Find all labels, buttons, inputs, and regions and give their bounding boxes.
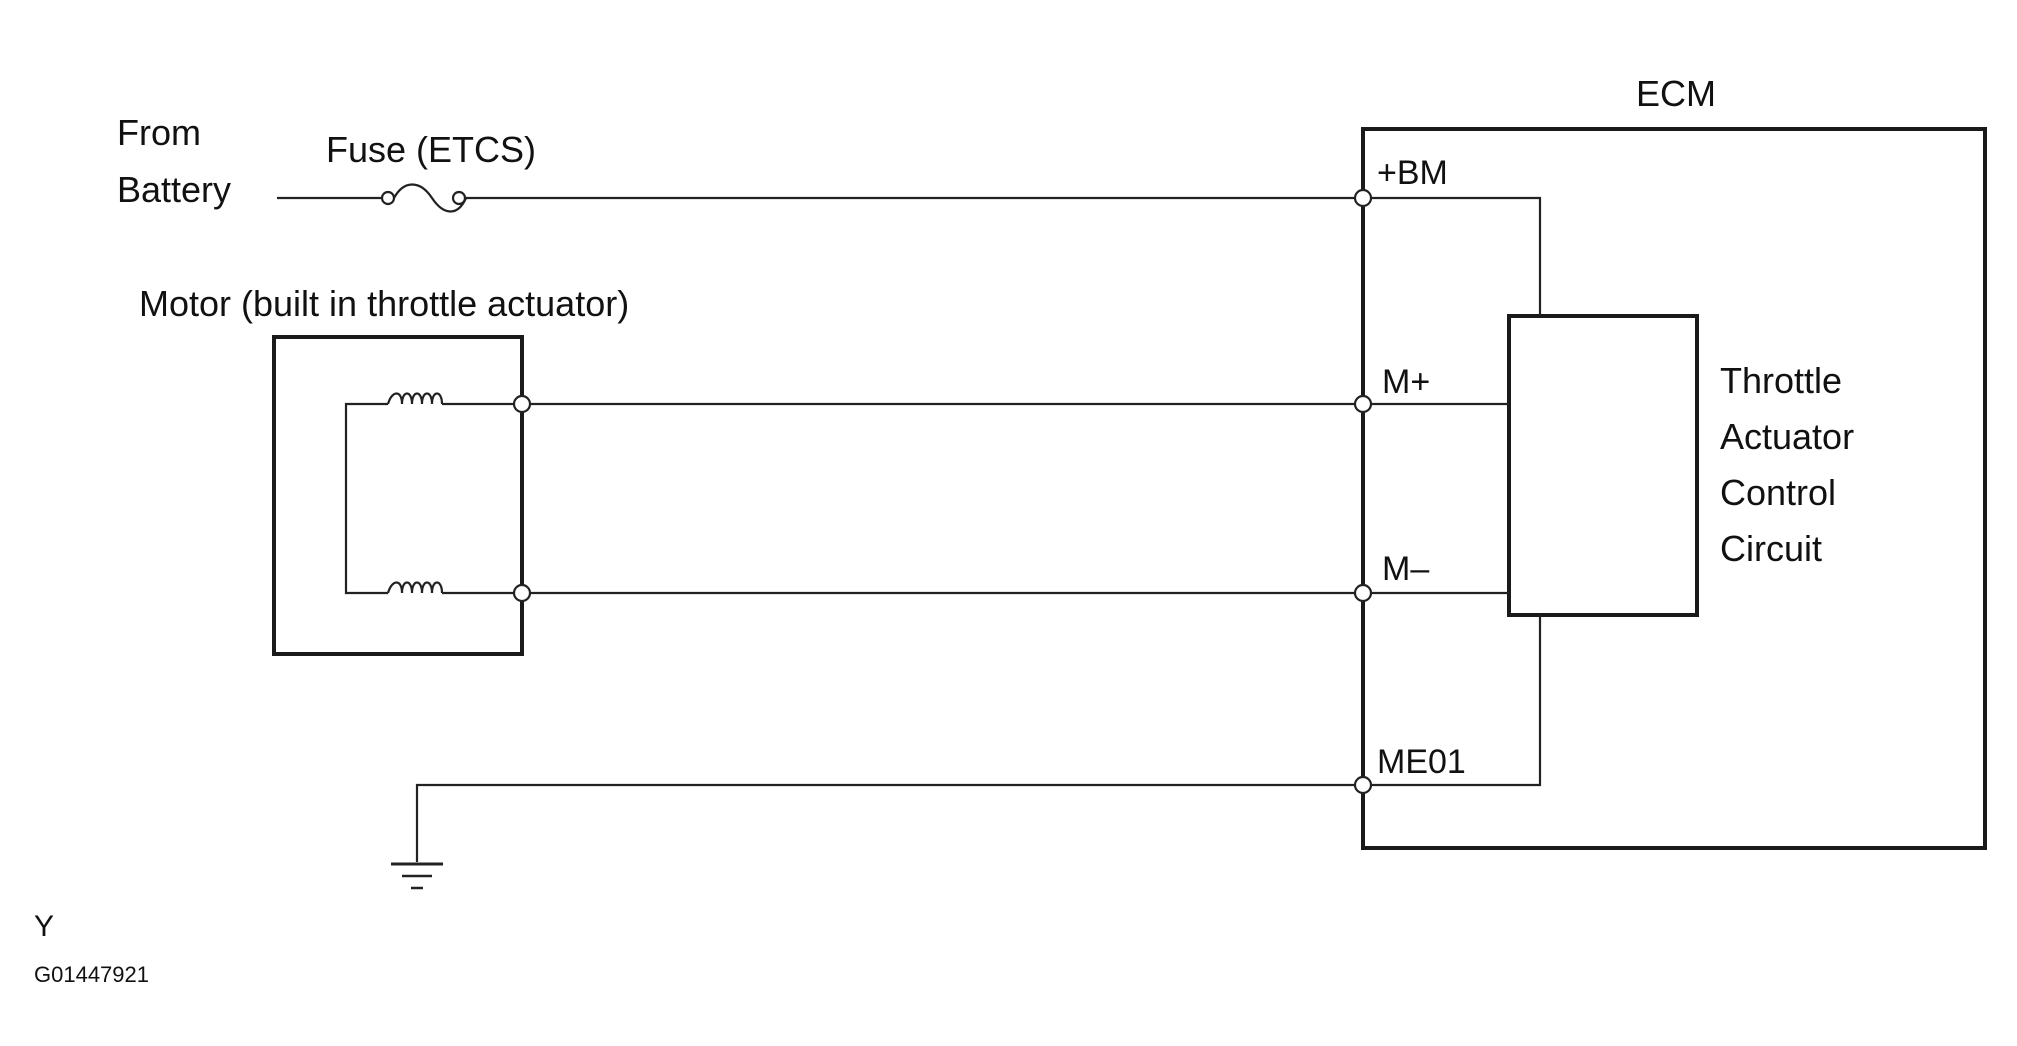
pin-label-m-plus: M+ (1382, 363, 1430, 401)
fuse-terminal-right (451, 190, 467, 206)
pin-label-m-minus: M– (1382, 550, 1429, 588)
motor-internal-wiring (344, 392, 516, 595)
control-circuit-label-line1: Throttle (1720, 360, 1842, 401)
ground-icon (391, 862, 443, 890)
ground-wire (415, 783, 1357, 862)
ecm-terminal-bm (1353, 188, 1373, 208)
motor-terminal-lower (512, 583, 532, 603)
control-circuit-box (1507, 314, 1699, 617)
battery-feed-wire (277, 183, 1359, 213)
motor-coil-lower (386, 581, 444, 594)
footer-letter: Y (34, 910, 54, 943)
fuse-label: Fuse (ETCS) (326, 129, 536, 170)
fuse-terminal-left (380, 190, 396, 206)
pin-label-me01: ME01 (1377, 743, 1466, 781)
ecm-internal-wiring (1363, 196, 1542, 787)
motor-box (272, 335, 524, 656)
battery-label: Battery (117, 169, 231, 210)
motor-label: Motor (built in throttle actuator) (139, 283, 629, 324)
ecm-terminal-me01 (1353, 775, 1373, 795)
ecm-label: ECM (1636, 73, 1716, 114)
ecm-box (1361, 127, 1987, 850)
footer-code: G01447921 (34, 962, 149, 987)
ecm-terminal-m-plus (1353, 394, 1373, 414)
from-label: From (117, 112, 201, 153)
control-circuit-label-line3: Control (1720, 472, 1836, 513)
motor-terminal-upper (512, 394, 532, 414)
control-circuit-label-line4: Circuit (1720, 528, 1822, 569)
control-circuit-label-line2: Actuator (1720, 416, 1854, 457)
fuse-symbol (393, 183, 468, 213)
ecm-terminal-m-minus (1353, 583, 1373, 603)
motor-coil-upper (386, 392, 444, 405)
pin-label-bm: +BM (1377, 154, 1448, 192)
